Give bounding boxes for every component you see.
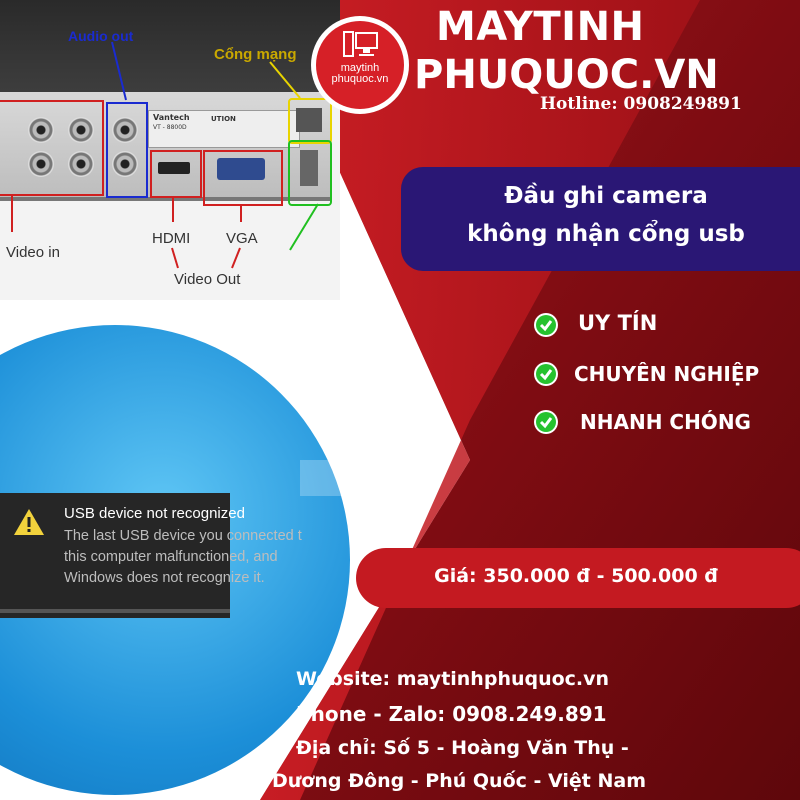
video-in-box [0, 100, 104, 196]
usb-port-box [288, 140, 332, 206]
dialog-title: USB device not recognized [64, 505, 245, 522]
bnc-port [68, 117, 94, 143]
vga-box [203, 150, 283, 206]
dialog-shadow [0, 609, 230, 613]
logo-text-line-1: maytinh [340, 62, 380, 74]
window-glow [300, 460, 350, 496]
address-line-2: Dương Đông - Phú Quốc - Việt Nam [272, 770, 646, 792]
audio-port [112, 117, 138, 143]
brand-logo: maytinh phuquoc.vn [311, 16, 409, 114]
vga-label: VGA [226, 230, 258, 247]
price-text: Giá: 350.000 đ - 500.000 đ [434, 565, 718, 587]
dvr-annotation-lines [11, 41, 319, 269]
phone-zalo: Phone - Zalo: 0908.249.891 [296, 702, 607, 726]
hdmi-label: HDMI [152, 230, 191, 247]
video-out-label: Video Out [174, 271, 241, 288]
dialog-line-3: Windows does not recognize it. [64, 570, 265, 586]
hotline: Hotline: 0908249891 [540, 94, 742, 114]
audio-out-box [106, 102, 148, 198]
hdmi-port [158, 162, 190, 174]
headline-box: Đầu ghi camera không nhận cổng usb [401, 167, 800, 271]
network-port-box [288, 98, 332, 144]
hdmi-box [150, 150, 202, 198]
dvr-caution: UTION [211, 115, 236, 123]
feature-label: NHANH CHÓNG [580, 410, 751, 434]
usb-error-dialog: USB device not recognized The last USB d… [0, 493, 302, 618]
computer-icon [343, 31, 378, 57]
bnc-port [28, 117, 54, 143]
address-line-1: Địa chỉ: Số 5 - Hoàng Văn Thụ - [296, 737, 629, 759]
check-circle-icon [534, 313, 558, 337]
bnc-port [68, 151, 94, 177]
dvr-photo: Vantech VT - 8800D UTION Audio out Cổng … [0, 0, 340, 300]
logo-inner-circle [316, 21, 404, 109]
warning-icon [14, 509, 44, 535]
feature-label: UY TÍN [578, 311, 658, 335]
bnc-port [28, 151, 54, 177]
logo-text: maytinh phuquoc.vn [311, 63, 409, 85]
check-circle-icon [534, 362, 558, 386]
headline-line-1: Đầu ghi camera [504, 183, 708, 209]
dialog-line-2: this computer malfunctioned, and [64, 549, 278, 565]
vga-port [217, 158, 265, 180]
network-port [296, 108, 322, 132]
video-in-label: Video in [6, 244, 60, 261]
logo-text-line-2: phuquoc.vn [331, 73, 389, 85]
dialog-line-1: The last USB device you connected t [64, 528, 302, 544]
audio-port [112, 151, 138, 177]
audio-out-label: Audio out [68, 28, 134, 44]
usb-port [300, 150, 318, 186]
dvr-model: VT - 8800D [153, 124, 187, 131]
network-port-label: Cổng mạng [214, 46, 297, 63]
website: Website: maytinhphuquoc.vn [296, 668, 610, 690]
brand-name-line-1: MAYTINH [436, 4, 645, 50]
headline-line-2: không nhận cổng usb [467, 221, 745, 247]
price-banner: Giá: 350.000 đ - 500.000 đ [356, 548, 800, 608]
feature-label: CHUYÊN NGHIỆP [574, 362, 760, 386]
dvr-brand: Vantech [153, 113, 190, 122]
check-circle-icon [534, 410, 558, 434]
brand-name-line-2: PHUQUOC.VN [414, 52, 719, 98]
